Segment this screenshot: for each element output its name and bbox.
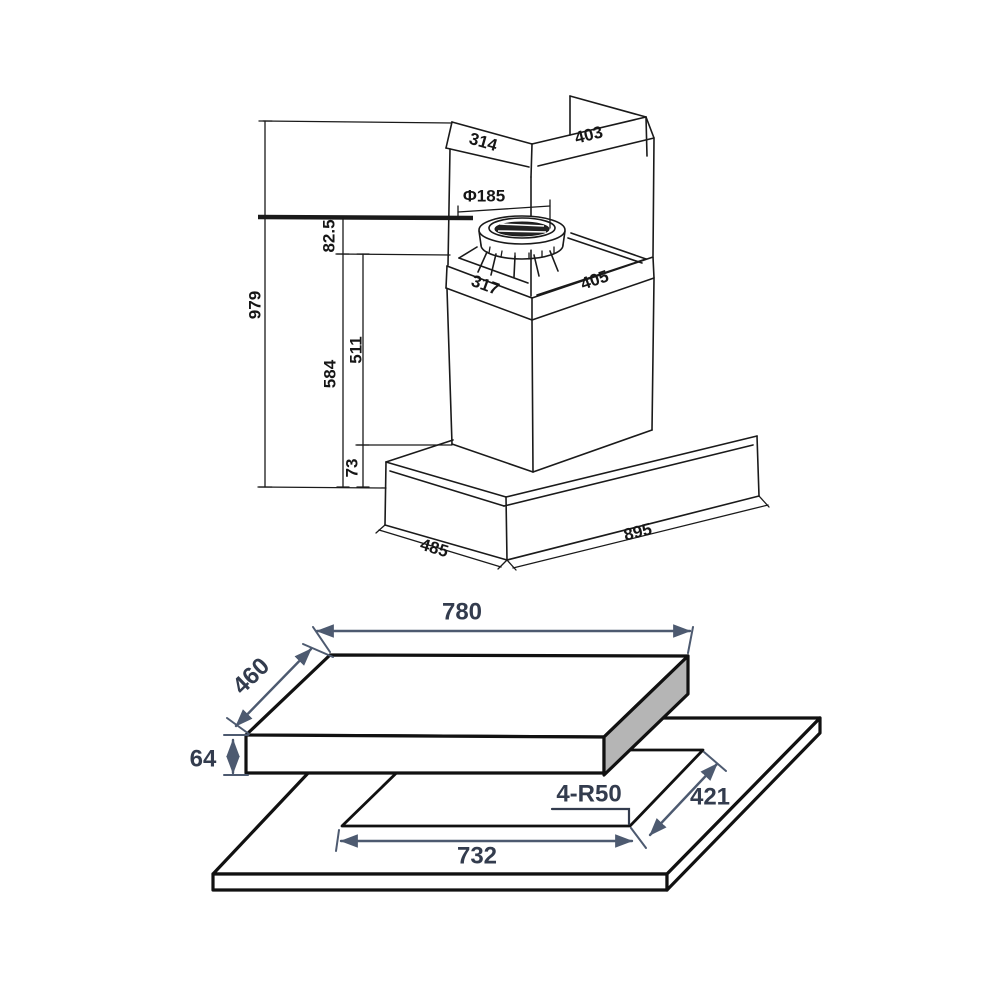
dim-label-collar-height: 82.5: [319, 219, 338, 252]
range-hood-view: 979 82.5 584 511 73 314 403 Φ185 317 405…: [245, 95, 770, 571]
hood-dimension-lines: [257, 120, 770, 571]
corner-radius-leader: [550, 807, 631, 826]
hood-top-rim: [445, 232, 655, 321]
hob-dimension-lines: [223, 624, 727, 852]
dim-label-top-width: 780: [442, 598, 482, 625]
dim-label-base-width: 895: [622, 519, 654, 544]
hob-view: 780 460 64 732 421 4-R50: [190, 598, 822, 892]
depth-arrow: [234, 647, 313, 728]
dim-label-total-height: 979: [245, 291, 264, 319]
chimney-duct: [445, 95, 655, 297]
dim-label-body-height: 511: [346, 336, 365, 363]
dim-label-base-depth: 485: [418, 535, 451, 561]
dim-label-hood-top-depth: 317: [469, 271, 502, 299]
dim-label-cutout-width: 732: [457, 842, 497, 869]
dim-label-thickness: 64: [190, 745, 217, 772]
hob-slab: [244, 653, 690, 777]
slab-side-face: [602, 654, 690, 777]
dim-label-hood-top-width: 405: [578, 266, 611, 293]
dim-label-body-with-base-height: 584: [320, 359, 339, 388]
duct-collar: [477, 215, 567, 278]
dim-label-chimney-top-width: 403: [573, 122, 605, 147]
dim-label-cutout-depth: 421: [690, 783, 730, 810]
dim-label-duct-diameter: Φ185: [463, 186, 505, 205]
hood-base: [384, 435, 760, 561]
wall-reference-line: [257, 214, 474, 221]
hood-body: [446, 278, 655, 473]
dim-label-base-height: 73: [342, 459, 361, 478]
dim-label-chimney-top-depth: 314: [467, 129, 500, 155]
cutout-depth-arrow: [648, 762, 719, 837]
dim-label-corner-radius: 4-R50: [556, 780, 621, 807]
